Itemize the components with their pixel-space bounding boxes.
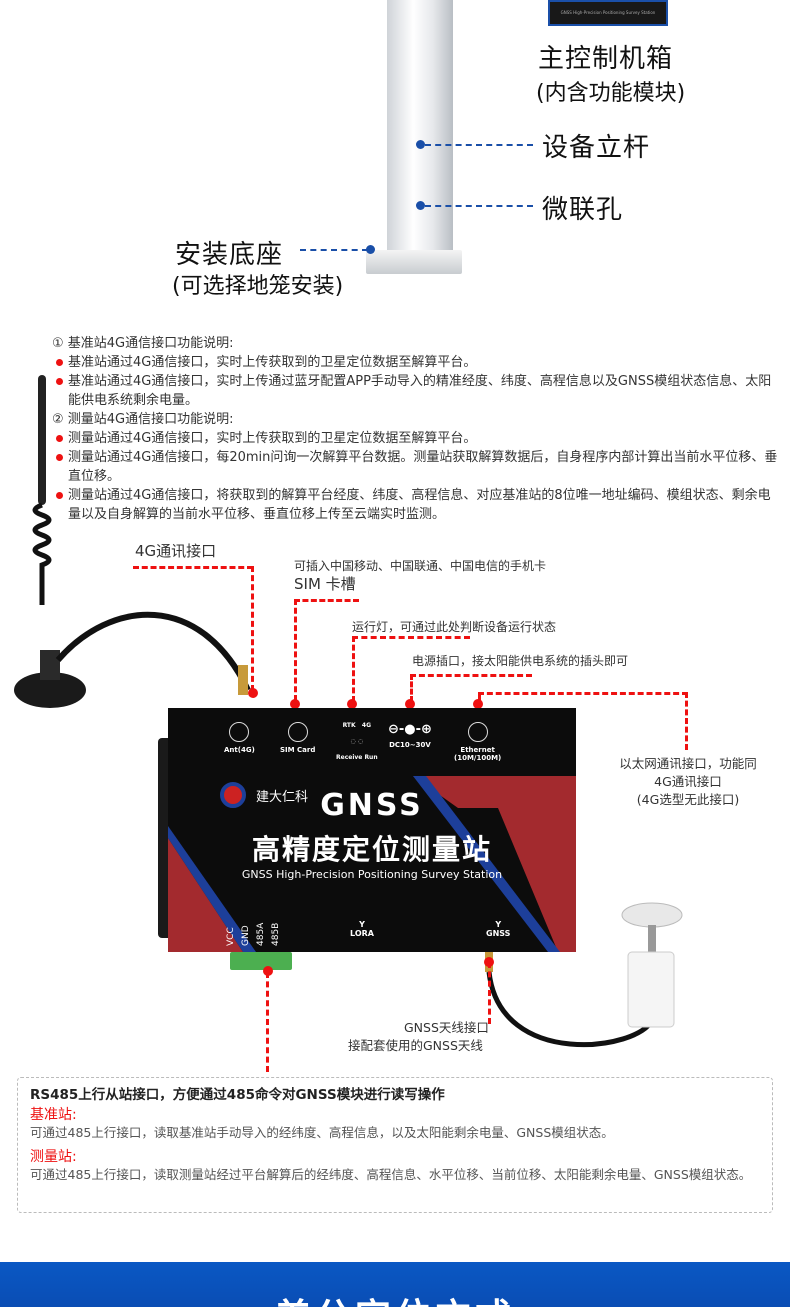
4g-dot [248,688,258,698]
pole-leader [425,144,533,146]
port-label: GNSS [486,929,511,938]
eth-leader-v [478,692,481,702]
rover-station-text: 可通过485上行接口，读取测量站经过平台解算后的经纬度、高程信息、水平位移、当前… [30,1167,752,1182]
rs485-leader [266,972,269,1072]
base-leader [300,249,368,251]
section-title: 差分定位方式 [0,1288,790,1307]
port-label: Ethernet [460,746,495,754]
rs485-title: RS485上行从站接口，方便通过485命令对GNSS模块进行读写操作 [30,1087,445,1103]
base-label: 安装底座 [175,240,284,270]
base-sublabel: (可选择地笼安装) [172,274,344,299]
port-label: LORA [350,929,374,938]
pole-label: 设备立杆 [542,133,651,163]
dc-power-port: ⊖-●-⊕DC10~30V [388,722,432,749]
ant-4g-port: Ant(4G) [224,722,255,754]
sim-label: SIM 卡槽 [294,575,356,593]
terminal-label: GND [241,925,251,946]
section-banner: 差分定位方式 [0,1262,790,1307]
terminal-label: 485A [256,922,266,946]
gnss-antenna-icon [485,902,683,1047]
port-label: DC10~30V [389,741,431,749]
port-label: (10M/100M) [454,754,502,762]
sim-desc: 可插入中国移动、中国联通、中国电信的手机卡 [294,559,547,573]
note-item: 基准站通过4G通信接口，实时上传通过蓝牙配置APP手动导入的精准经度、纬度、高程… [52,372,782,410]
led-leader-v [352,636,355,702]
4g-antenna-icon [14,375,251,708]
sim-dot [290,699,300,709]
hole-leader [425,205,533,207]
power-dot [405,699,415,709]
device-subtitle: GNSS High-Precision Positioning Survey S… [241,868,503,881]
eth-label: 以太网通讯接口，功能同 4G通讯接口 (4G选型无此接口) [598,755,778,809]
hole-label: 微联孔 [542,195,624,225]
terminal-label: VCC [226,927,236,946]
power-label: 电源插口，接太阳能供电系统的插头即可 [412,654,629,668]
eth-label-3: (4G选型无此接口) [636,792,740,807]
power-leader-v [410,674,413,702]
led-top-label: RTK 4G [342,722,372,729]
eth-dot [473,699,483,709]
4g-port-label: 4G通讯接口 [135,542,217,560]
note-item: 测量站通过4G通信接口，每20min问询一次解算平台数据。测量站获取解算数据后，… [52,448,782,486]
gnss-device: Ant(4G) SIM Card RTK 4G◌ ◌Receive Run ⊖-… [168,708,576,952]
base-station-text: 可通过485上行接口，读取基准站手动导入的经纬度、高程信息，以及太阳能剩余电量、… [30,1125,614,1140]
eth-leader-v2 [685,692,688,750]
rover-notes-title: ② 测量站4G通信接口功能说明: [52,412,234,427]
terminal-label: 485B [271,922,281,946]
brand-logo-icon [220,782,246,808]
control-box-label: 主控制机箱 [538,44,674,74]
gnss-antenna-label: 接配套使用的GNSS天线 [348,1038,483,1053]
port-label: Ant(4G) [224,746,255,754]
4g-leader-v [251,566,254,691]
led-leader-h [352,636,470,639]
gnss-leader [488,962,491,1024]
led-bottom-label: Receive Run [336,754,378,761]
note-item: 测量站通过4G通信接口，实时上传获取到的卫星定位数据至解算平台。 [52,429,782,448]
status-leds: RTK 4G◌ ◌Receive Run [336,718,378,766]
device-title-en: GNSS [320,788,424,823]
led-label: 运行灯，可通过此处判断设备运行状态 [352,620,557,634]
rover-station-label: 测量站: [30,1149,77,1165]
pole-dot [416,140,425,149]
base-dot [366,245,375,254]
eth-label-1: 以太网通讯接口，功能同 [619,756,757,771]
brand-name: 建大仁科 [256,790,309,805]
terminal-block [230,952,292,970]
control-box-sublabel: (内含功能模块) [536,81,686,106]
base-notes-title: ① 基准站4G通信接口功能说明: [52,336,234,351]
base-station-label: 基准站: [30,1107,77,1123]
eth-leader-h [478,692,688,695]
rs485-info-box: RS485上行从站接口，方便通过485命令对GNSS模块进行读写操作 基准站: … [17,1077,773,1213]
rs485-dot [263,966,273,976]
gnss-port-label: GNSS天线接口 [404,1020,489,1035]
note-item: 测量站通过4G通信接口，将获取到的解算平台经度、纬度、高程信息、对应基准站的8位… [52,486,782,524]
pole-base-plate [366,250,462,274]
sim-leader-h [294,599,359,602]
device-stripes [168,776,576,952]
power-leader-h [410,674,532,677]
hole-dot [416,201,425,210]
ethernet-port[interactable]: Ethernet(10M/100M) [454,722,501,762]
sim-card-slot[interactable]: SIM Card [280,722,315,754]
port-label: SIM Card [280,746,316,754]
device-title-cn: 高精度定位测量站 [251,833,492,866]
led-dot [347,699,357,709]
4g-notes: ① 基准站4G通信接口功能说明: 基准站通过4G通信接口，实时上传获取到的卫星定… [52,334,782,524]
4g-leader-h [133,566,253,569]
control-box: GNSS High-Precision Positioning Survey S… [548,0,668,26]
box-plate-text: GNSS High-Precision Positioning Survey S… [560,10,656,15]
note-item: 基准站通过4G通信接口，实时上传获取到的卫星定位数据至解算平台。 [52,353,782,372]
sim-leader-v [294,599,297,701]
equipment-pole [387,0,453,258]
terminal-labels: VCC GND 485A 485B [226,923,281,946]
eth-label-2: 4G通讯接口 [654,774,722,789]
